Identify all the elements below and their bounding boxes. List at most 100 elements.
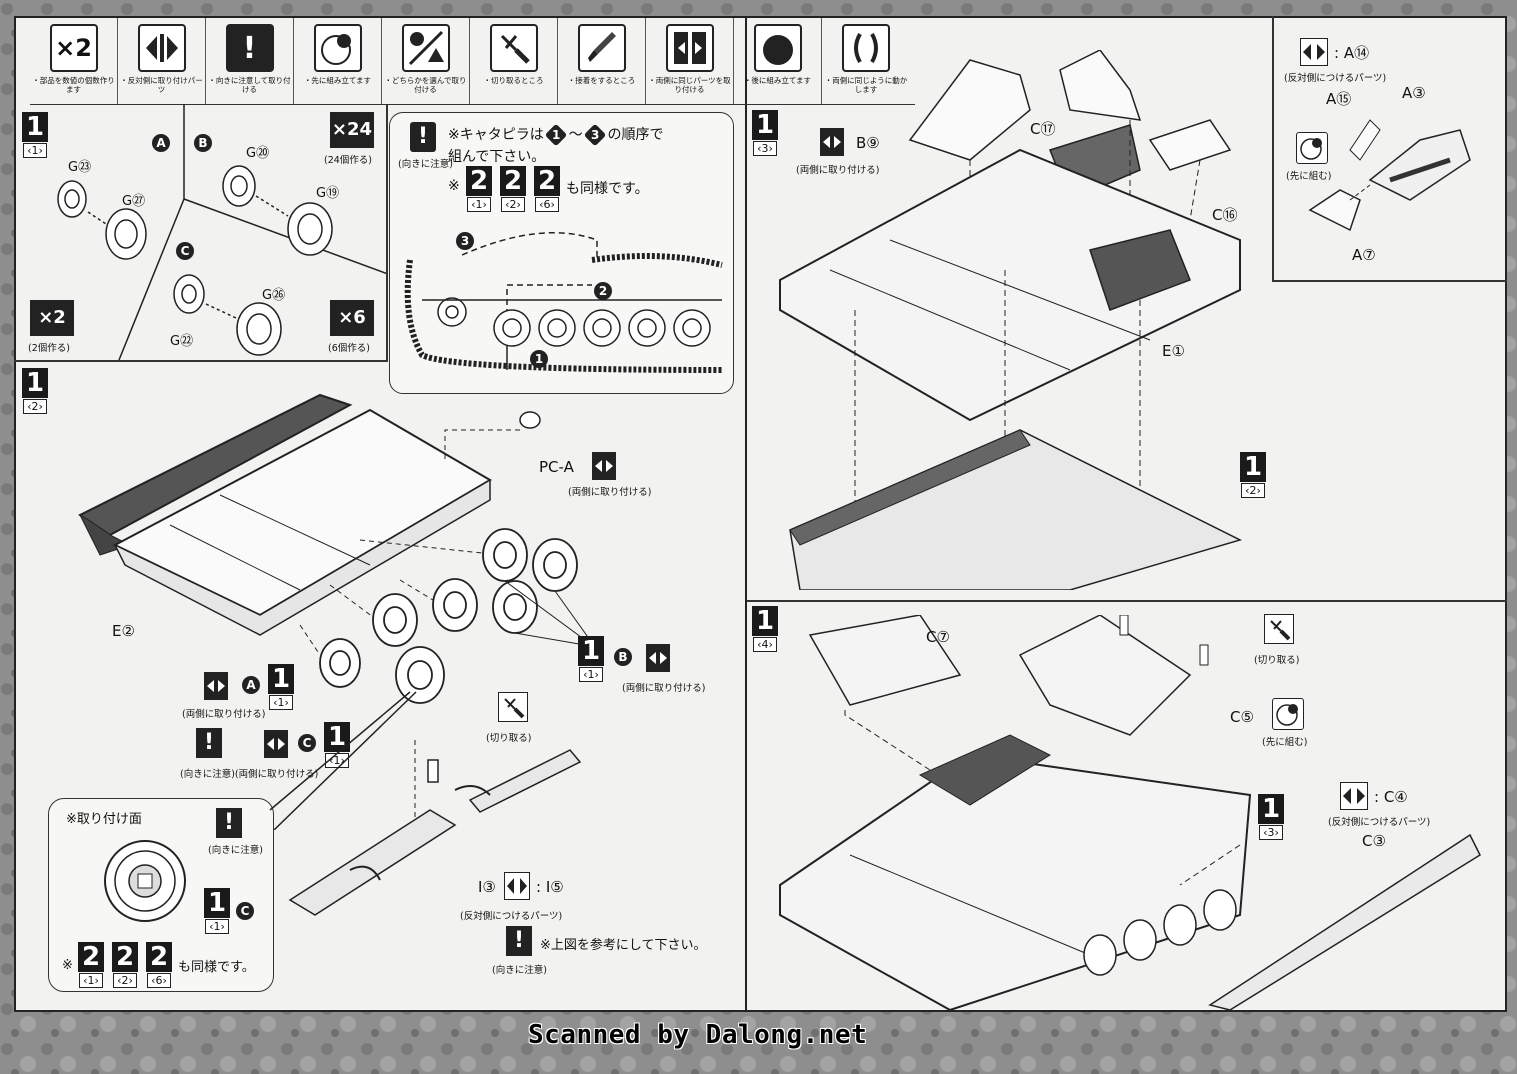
assemble-first-icon — [1272, 698, 1304, 730]
glue-icon — [577, 24, 626, 72]
part-label-i3: I③ — [478, 878, 496, 896]
group-b-label: B — [194, 134, 212, 152]
part-label-c4: : C④ — [1374, 788, 1408, 806]
part-label-g23: G㉓ — [68, 160, 92, 175]
count-note-2: (2個作る) — [28, 343, 70, 354]
ref-step-2-2: 2‹2› — [112, 942, 138, 988]
ref-step-2-6: 2‹6› — [146, 942, 172, 988]
assemble-later-icon — [753, 24, 802, 72]
count-note-24: (24個作る) — [324, 155, 373, 166]
chassis-assembly-diagram — [78, 393, 591, 704]
step-1-1-diagram — [57, 104, 388, 360]
upper-hull-diagram — [779, 615, 1481, 1010]
order-marker-1: 1 — [530, 350, 548, 368]
group-a-label: A — [152, 134, 170, 152]
inset-parts-diagram — [1308, 119, 1471, 232]
both-sides-icon — [665, 24, 714, 72]
track-order-diagram — [404, 232, 723, 373]
ref-note: ※上図を参考にして下さい。 — [540, 938, 707, 953]
part-label-c16: C⑯ — [1212, 206, 1238, 224]
step-1-1-header: 1 ‹1› — [22, 112, 48, 158]
ref-step-1-1-c: 1‹1› — [324, 722, 350, 768]
caution-icon: ! — [506, 926, 532, 956]
assemble-first-icon — [313, 24, 362, 72]
callout-lines — [269, 691, 417, 830]
both-sides-icon — [204, 672, 228, 700]
alt-part-note: (反対側につけるパーツ) — [460, 911, 563, 922]
divider — [14, 360, 388, 362]
same-prefix: ※ — [448, 178, 460, 194]
part-label-a15: A⑮ — [1326, 90, 1352, 108]
legend-item: ・反対側に取り付けパーツ — [118, 18, 206, 104]
ref-step-2-1: 2‹1› — [466, 166, 492, 212]
caution-icon: ! — [196, 728, 222, 758]
ref-step-1-1-a: 1‹1› — [268, 664, 294, 710]
cut-note: (切り取る) — [486, 733, 532, 744]
legend-item: ・切り取るところ — [470, 18, 558, 104]
group-a-ref: A — [242, 676, 260, 694]
symmetric-part-icon — [137, 24, 186, 72]
divider — [747, 600, 1507, 602]
track-note-line2: 組んで下さい。 — [448, 149, 546, 165]
part-label-c3: C③ — [1362, 832, 1386, 850]
x2-icon: ×2 — [49, 24, 98, 72]
legend-item: ・後に組み立てます — [734, 18, 822, 104]
inset-border — [1272, 280, 1507, 282]
movable-icon — [842, 24, 890, 72]
group-c-ref: C — [298, 734, 316, 752]
step-1-3-header: 1 ‹3› — [752, 110, 778, 156]
part-label-c7: C⑦ — [926, 628, 950, 646]
alt-part-note: (反対側につけるパーツ) — [1328, 817, 1431, 828]
count-badge-x6: ×6 — [330, 300, 374, 336]
both-sides-icon — [820, 128, 844, 156]
legend-item: ・両側に同じように動かします — [822, 18, 910, 104]
ref-step-2-2: 2‹2› — [500, 166, 526, 212]
part-label-a3: A③ — [1402, 84, 1426, 102]
order-marker-2: 2 — [594, 282, 612, 300]
track-note-line1: ※キャタピラは 1 ～ 3 の順序で — [448, 123, 664, 147]
first-note: (先に組む) — [1262, 737, 1308, 748]
wheel-g22 — [173, 274, 205, 314]
cut-icon — [1264, 614, 1294, 644]
choose-icon — [401, 24, 450, 72]
part-label-g22: G㉒ — [170, 334, 194, 349]
count-note-6: (6個作る) — [328, 343, 370, 354]
wheel-g26 — [236, 302, 282, 356]
both-sides-note: (両側に取り付ける) — [568, 487, 652, 498]
part-label-g19: G⑲ — [316, 186, 340, 201]
hull-assembly-diagram — [779, 50, 1243, 590]
ref-step-1-3: 1‹3› — [1258, 794, 1284, 840]
caution-icon: ! — [216, 808, 242, 838]
part-label-e1: E① — [1162, 342, 1185, 360]
symmetric-part-icon — [1300, 38, 1328, 66]
same-suffix: も同様です。 — [566, 181, 649, 197]
both-sides-note-a: (両側に取り付ける) — [182, 709, 266, 720]
group-c-ref: C — [236, 902, 254, 920]
track-links-diagram — [288, 740, 582, 916]
cut-icon — [489, 24, 538, 72]
mount-caution: (向きに注意) — [208, 845, 263, 856]
part-label-pc-a: PC-A — [539, 458, 574, 476]
part-label-a14: : A⑭ — [1334, 44, 1370, 62]
count-badge-x24: ×24 — [330, 112, 374, 148]
wheel-g20 — [222, 165, 256, 207]
divider — [386, 104, 388, 360]
same-prefix: ※ — [62, 958, 73, 973]
part-label-c5: C⑤ — [1230, 708, 1254, 726]
ref-step-2-1: 2‹1› — [78, 942, 104, 988]
count-badge-x2: ×2 — [30, 300, 74, 336]
legend-item: ! ・向きに注意して取り付ける — [206, 18, 294, 104]
ref-step-1-1-b: 1‹1› — [578, 636, 604, 682]
ref-caution: (向きに注意) — [492, 965, 547, 976]
mount-note-title: ※取り付け面 — [66, 812, 142, 827]
part-label-b9: B⑨ — [856, 134, 880, 152]
caution-icon: ! — [225, 24, 274, 72]
both-sides-note-b: (両側に取り付ける) — [622, 683, 706, 694]
cut-icon — [498, 692, 528, 722]
same-suffix: も同様です。 — [178, 960, 255, 975]
assemble-first-icon — [1296, 132, 1328, 164]
wheel-mount-face — [104, 840, 186, 922]
ref-step-2-6: 2‹6› — [534, 166, 560, 212]
both-sides-icon — [264, 730, 288, 758]
part-label-g27: G㉗ — [122, 194, 146, 209]
